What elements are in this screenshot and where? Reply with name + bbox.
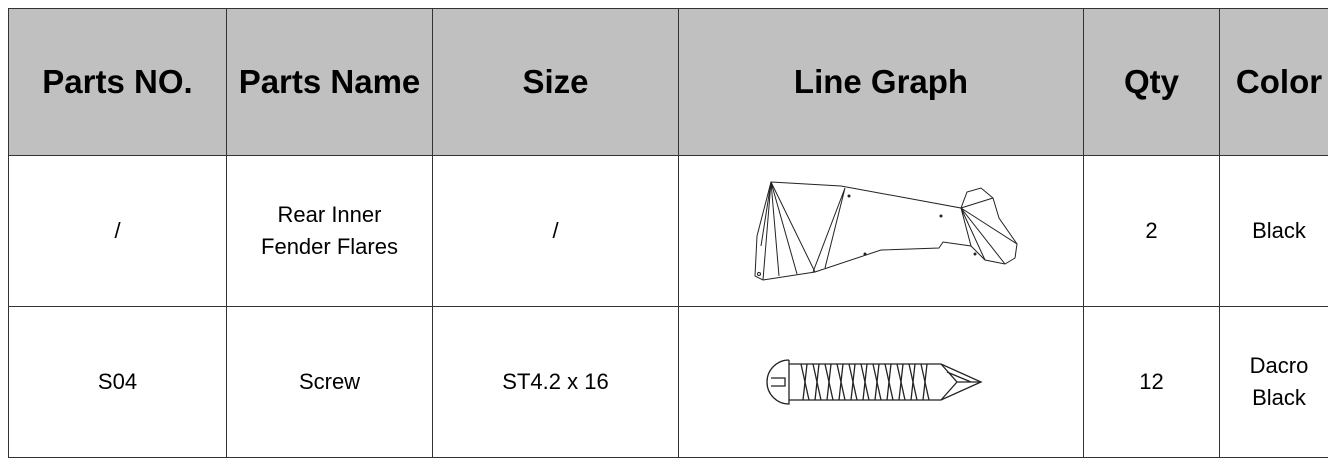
cell-line-graph <box>679 307 1084 458</box>
parts-table: Parts NO. Parts Name Size Line Graph Qty… <box>8 8 1328 458</box>
cell-parts-no: S04 <box>9 307 227 458</box>
cell-color: Black <box>1220 156 1328 307</box>
cell-size: / <box>433 156 679 307</box>
cell-qty: 2 <box>1084 156 1220 307</box>
cell-qty: 12 <box>1084 307 1220 458</box>
header-size: Size <box>433 9 679 156</box>
cell-parts-no: / <box>9 156 227 307</box>
header-parts-name: Parts Name <box>227 9 433 156</box>
cell-parts-name: Screw <box>227 307 433 458</box>
fender-flare-drawing <box>741 176 1021 286</box>
table-row: S04 Screw ST4.2 x 16 12 Dacro Black <box>9 307 1328 458</box>
cell-line-graph <box>679 156 1084 307</box>
parts-name-line: Fender Flares <box>261 234 398 259</box>
cell-color: Dacro Black <box>1220 307 1328 458</box>
header-line-graph: Line Graph <box>679 9 1084 156</box>
screw-drawing <box>761 350 1001 414</box>
header-qty: Qty <box>1084 9 1220 156</box>
header-color: Color <box>1220 9 1328 156</box>
header-row: Parts NO. Parts Name Size Line Graph Qty… <box>9 9 1328 156</box>
cell-size: ST4.2 x 16 <box>433 307 679 458</box>
table-row: / Rear Inner Fender Flares / <box>9 156 1328 307</box>
cell-parts-name: Rear Inner Fender Flares <box>227 156 433 307</box>
header-parts-no: Parts NO. <box>9 9 227 156</box>
parts-name-line: Rear Inner <box>278 202 382 227</box>
